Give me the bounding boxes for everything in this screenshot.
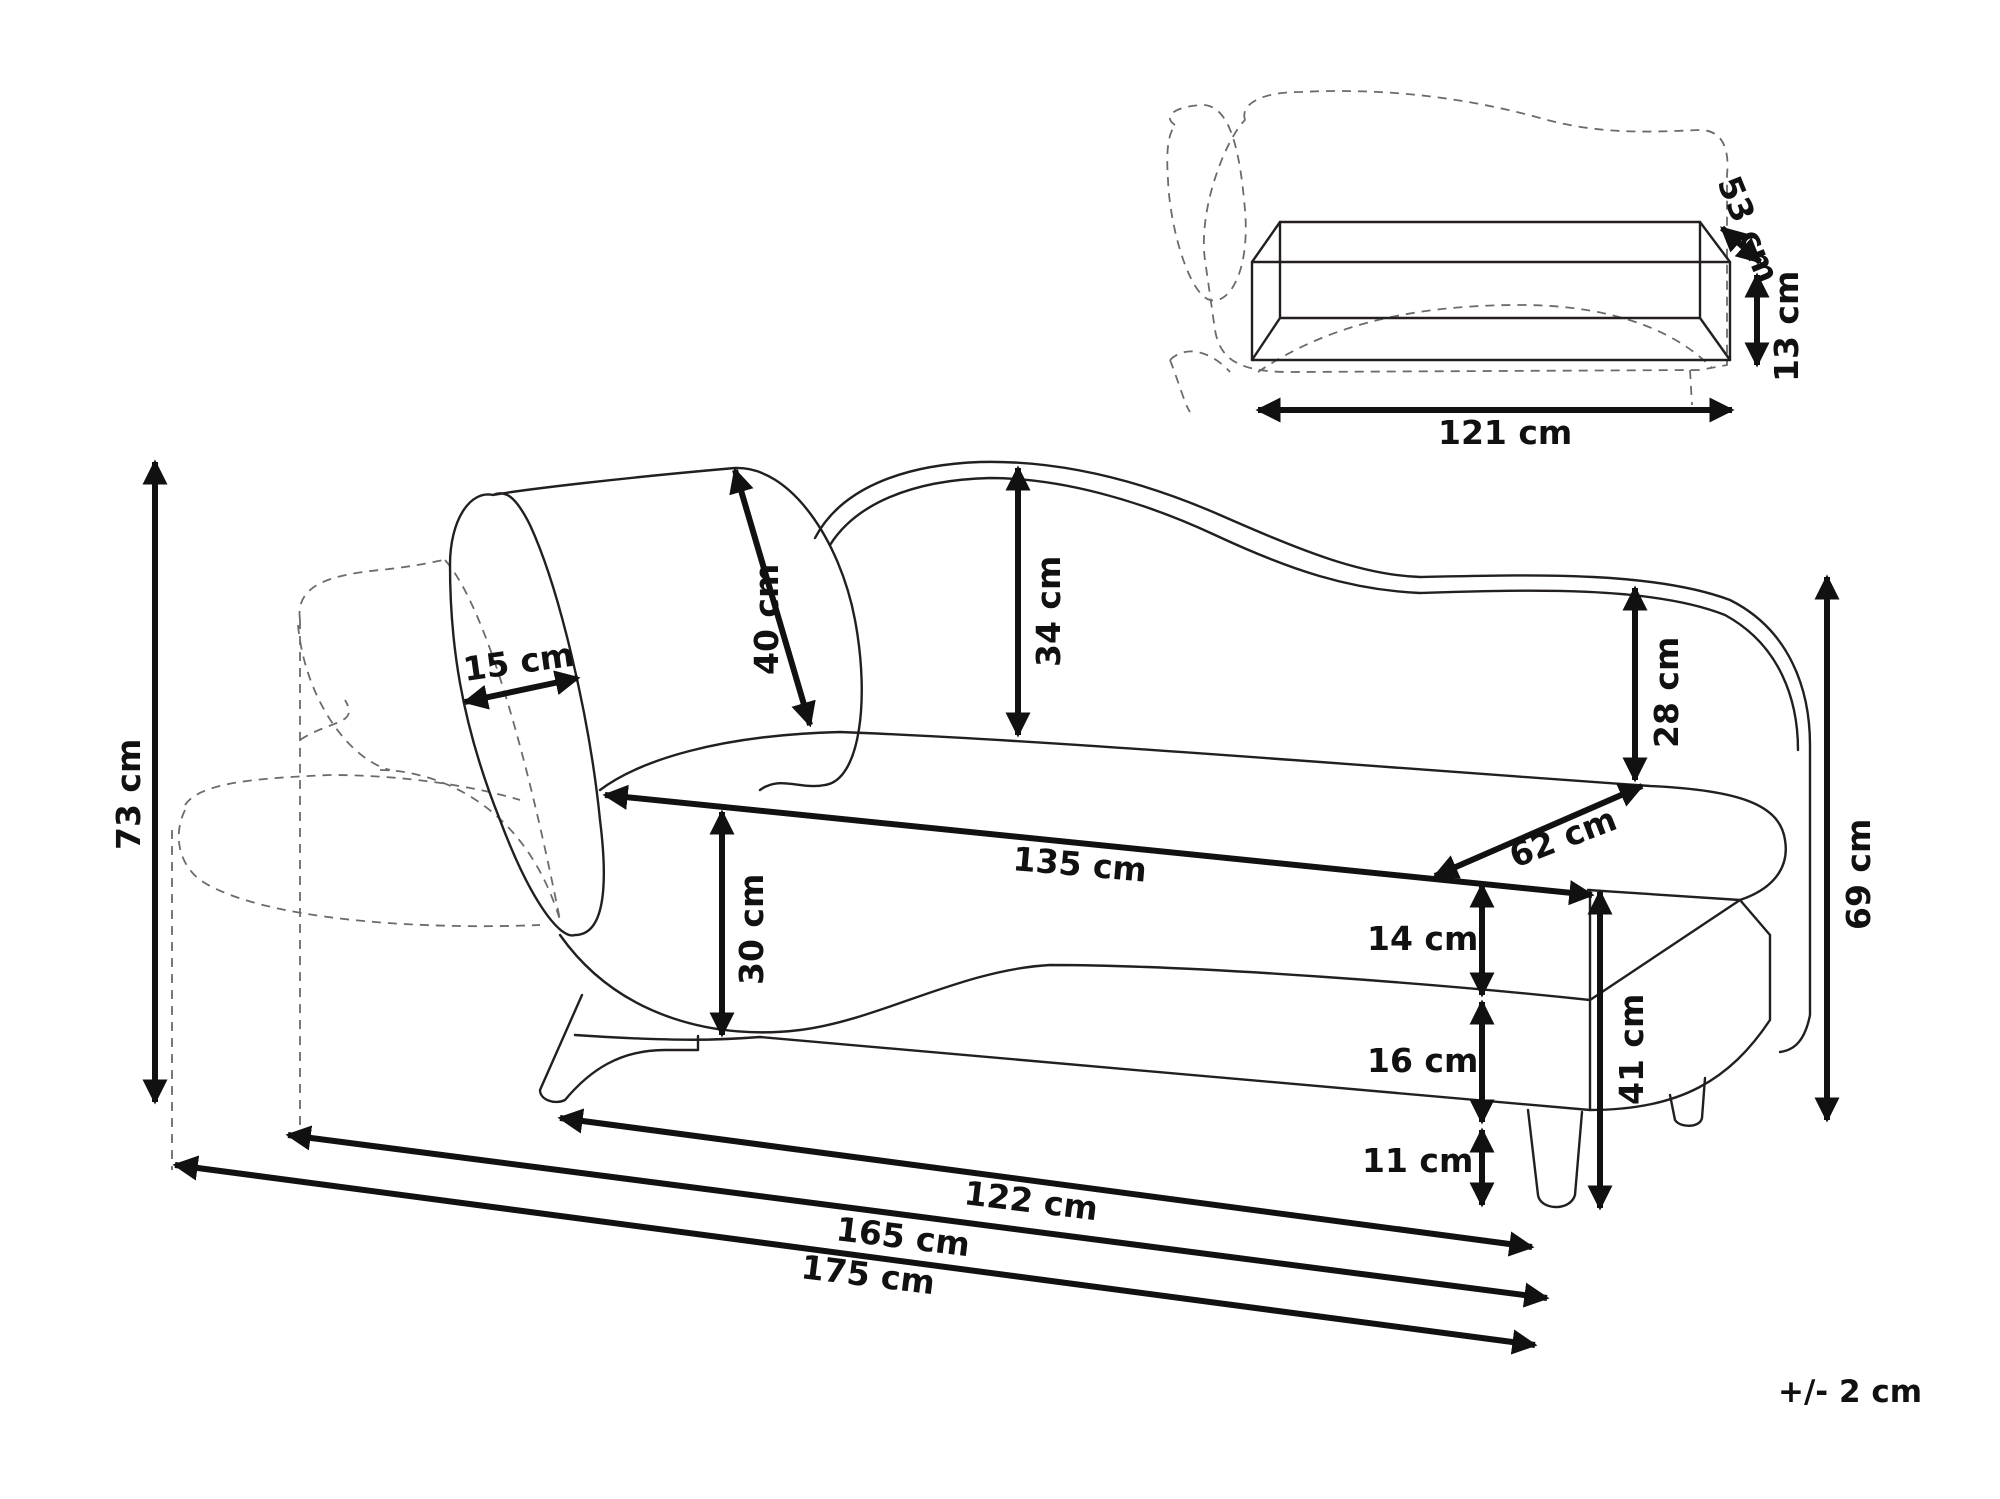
- seat-cushion-bottom: [558, 933, 1592, 1034]
- seat-cushion-top: [598, 730, 1787, 1002]
- label-base-length: 122 cm: [962, 1173, 1100, 1228]
- dimension-labels: 121 cm 53 cm 13 cm 73 cm 15 cm 40 cm 34 …: [109, 170, 1922, 1410]
- storage-box-top-edge: [1250, 220, 1732, 362]
- label-seat-depth: 62 cm: [1504, 799, 1622, 875]
- inset-bottom-ghost: [1257, 304, 1713, 406]
- arrow-seat-width: [602, 784, 1595, 906]
- label-armrest-height: 28 cm: [1647, 637, 1686, 748]
- label-back-height: 69 cm: [1839, 819, 1878, 930]
- alt-bolster-ghost-upper: [297, 559, 446, 1140]
- arrow-bolster-diameter: [729, 467, 816, 728]
- inset-armrest-ghost: [1169, 350, 1231, 413]
- storage-box: [1250, 220, 1732, 362]
- dimension-arrows: [142, 225, 1840, 1355]
- label-storage-width: 121 cm: [1438, 413, 1572, 452]
- label-total-height: 73 cm: [109, 739, 148, 850]
- label-leg-height: 11 cm: [1362, 1141, 1473, 1180]
- alt-bolster-ghost-front: [299, 559, 561, 921]
- front-left-leg: [538, 993, 700, 1104]
- inset-bolster-ghost: [1166, 104, 1247, 302]
- seat-cushion-front: [1586, 888, 1742, 1002]
- label-cushion-height: 14 cm: [1367, 919, 1478, 958]
- bolster-pillow: [448, 466, 863, 937]
- back-right-leg: [1668, 1076, 1707, 1127]
- tolerance-note: +/- 2 cm: [1778, 1374, 1922, 1410]
- arrow-total-length: [172, 1155, 1538, 1355]
- label-backrest-height: 34 cm: [1029, 556, 1068, 667]
- inset-sofa-ghost-outline: [1203, 90, 1729, 373]
- front-right-leg: [1526, 1108, 1584, 1209]
- arrow-storage-depth: [1719, 225, 1763, 265]
- arrow-seat-depth: [1432, 783, 1645, 879]
- label-seat-height: 41 cm: [1612, 994, 1651, 1105]
- label-base-height: 16 cm: [1367, 1041, 1478, 1080]
- backrest: [813, 460, 1812, 1054]
- label-bolster-diameter: 40 cm: [747, 564, 786, 675]
- storage-inset: [1166, 90, 1732, 413]
- label-seat-front-height: 30 cm: [732, 874, 771, 985]
- backrest-inner: [828, 476, 1800, 752]
- label-storage-height: 13 cm: [1767, 271, 1806, 382]
- arrow-bolster-depth: [462, 670, 581, 710]
- alt-bolster-ghost-lower: [171, 774, 541, 1170]
